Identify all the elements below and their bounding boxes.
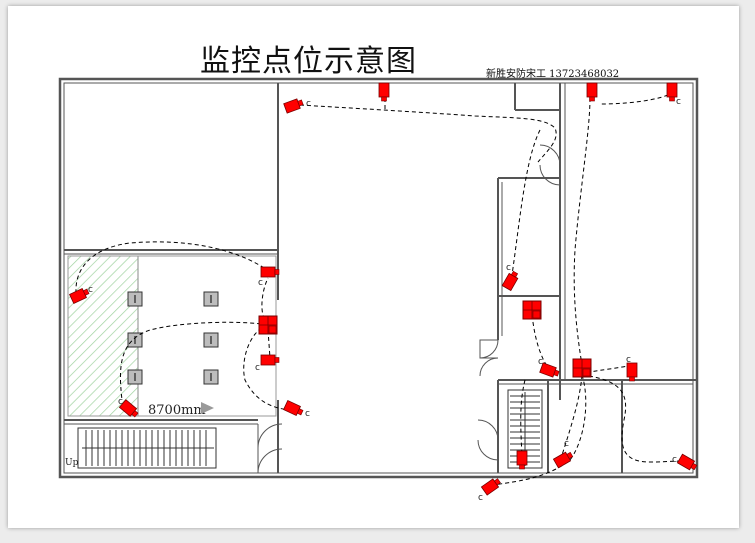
hatched-zone [67, 255, 139, 417]
camera-1[interactable] [283, 97, 305, 114]
camera-3[interactable] [586, 82, 598, 102]
dimension-arrow-icon [201, 402, 214, 414]
cable-hooks: c c c c c c c c c c c c c [88, 97, 681, 503]
svg-text:c: c [676, 97, 681, 107]
page-title: 监控点位示意图 [200, 44, 417, 79]
camera-9[interactable] [283, 400, 305, 418]
inner-room [67, 255, 277, 417]
nvr-box-right[interactable] [572, 358, 592, 378]
camera-15[interactable] [677, 453, 699, 473]
pillars [127, 291, 219, 385]
outer-walls [58, 77, 699, 479]
nvr-box-middle[interactable] [522, 300, 542, 320]
escalator-left [77, 427, 217, 469]
interior-walls [64, 83, 697, 473]
camera-16[interactable] [480, 476, 503, 496]
svg-text:c: c [626, 355, 631, 365]
camera-12[interactable] [626, 362, 638, 382]
dimension-label: 8700mm [148, 403, 206, 418]
nvr-box-left[interactable] [258, 315, 278, 335]
camera-2[interactable] [378, 82, 390, 102]
svg-text:c: c [118, 397, 123, 407]
svg-text:c: c [506, 263, 511, 273]
camera-10[interactable] [501, 269, 521, 291]
svg-text:c: c [258, 278, 263, 288]
svg-text:c: c [672, 455, 677, 465]
svg-text:c: c [538, 357, 543, 367]
svg-text:c: c [305, 409, 310, 419]
svg-text:c: c [306, 99, 311, 109]
svg-text:c: c [564, 439, 569, 449]
svg-text:c: c [255, 363, 260, 373]
cable-routes [75, 94, 687, 486]
door-swings [257, 144, 561, 474]
company-contact: 新胜安防宋工 13723468032 [486, 69, 620, 80]
svg-text:c: c [88, 285, 93, 295]
camera-13[interactable] [516, 450, 528, 470]
svg-text:c: c [478, 493, 483, 503]
stair-label: Up [65, 458, 79, 468]
